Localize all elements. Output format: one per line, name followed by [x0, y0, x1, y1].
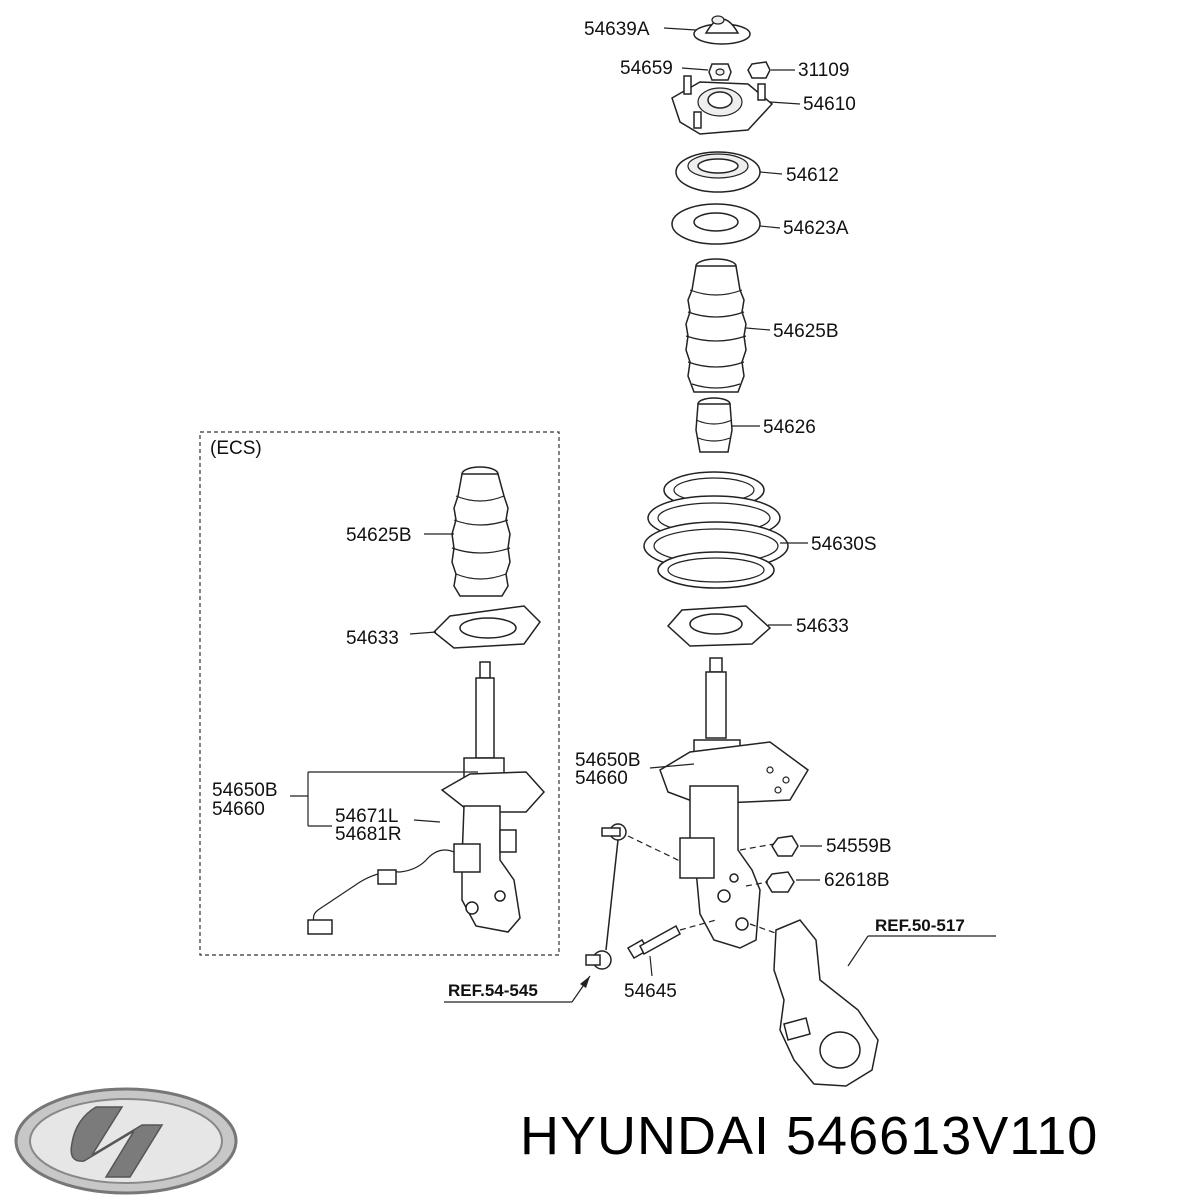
part-54625B-boot — [685, 258, 747, 393]
label-54610: 54610 — [803, 94, 856, 115]
label-54639A: 54639A — [584, 19, 650, 40]
label-54559B: 54559B — [826, 836, 892, 857]
label-54612: 54612 — [786, 165, 839, 186]
part-54610-mount — [671, 75, 774, 135]
label-54650B-main: 54650B — [575, 750, 641, 771]
part-54650B-strut-ecs — [440, 661, 546, 933]
brand-part-number: HYUNDAI 546613V110 — [520, 1106, 1099, 1166]
label-54681R: 54681R — [335, 824, 402, 845]
label-62618B: 62618B — [824, 870, 890, 891]
part-54612-bearing — [675, 151, 761, 193]
label-54626: 54626 — [763, 417, 816, 438]
part-31109-nut — [747, 61, 771, 79]
label-54630S-main: 54630S — [811, 534, 877, 555]
ecs-section-label: (ECS) — [210, 438, 262, 459]
label-54650B-ecs: 54650B — [212, 780, 278, 801]
hyundai-logo-icon — [14, 1087, 238, 1195]
ref-50-517: REF.50-517 — [875, 916, 965, 935]
label-54633-main: 54633 — [796, 616, 849, 637]
part-54645-bolt — [626, 924, 681, 960]
part-54623A-seat — [671, 203, 761, 245]
part-knuckle — [773, 919, 879, 1087]
label-54625B-main: 54625B — [773, 321, 839, 342]
part-54659-nut — [708, 63, 732, 81]
label-54645: 54645 — [624, 981, 677, 1002]
ref-54-545: REF.54-545 — [448, 981, 538, 1000]
part-54625B-boot-ecs — [451, 466, 511, 597]
label-31109: 31109 — [798, 60, 849, 81]
label-54625B-ecs: 54625B — [346, 525, 412, 546]
part-62618B-nut — [765, 871, 795, 893]
part-54626-bumpstop — [695, 397, 733, 453]
label-54633-ecs: 54633 — [346, 628, 399, 649]
part-54630S-spring — [643, 471, 789, 589]
part-54639A-cap — [693, 15, 751, 45]
part-54633-seat-main — [666, 605, 772, 647]
label-54660-ecs: 54660 — [212, 799, 265, 820]
label-54660-main: 54660 — [575, 768, 628, 789]
part-stabilizer-link — [585, 823, 627, 970]
part-54671L-wire — [307, 849, 455, 935]
part-54633-seat-ecs — [432, 605, 541, 649]
label-54659: 54659 — [620, 58, 673, 79]
part-54559B-nut — [771, 835, 799, 857]
part-54650B-strut-main — [659, 657, 809, 949]
label-54623A: 54623A — [783, 218, 849, 239]
label-54671L: 54671L — [335, 806, 398, 827]
